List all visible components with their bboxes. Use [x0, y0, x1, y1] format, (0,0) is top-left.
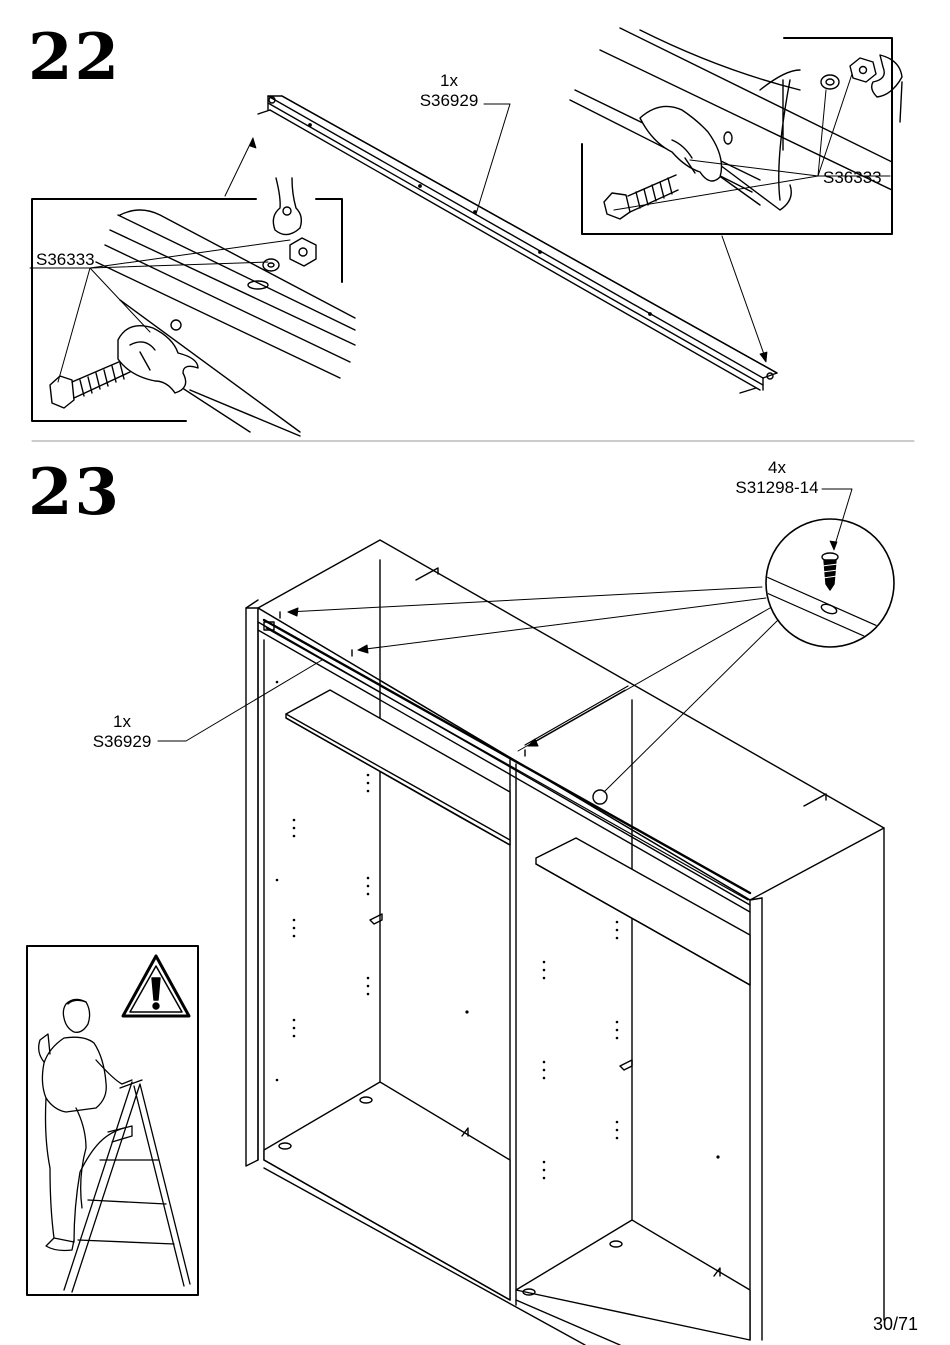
- step-number-23: 23: [28, 461, 121, 525]
- wardrobe-carcass: [246, 540, 884, 1345]
- detail-box-left: [30, 178, 355, 436]
- page-number: 30/71: [873, 1314, 918, 1335]
- screw-qty-label: 4x: [732, 458, 822, 478]
- rail-qty-label-step23: 1x: [86, 712, 158, 732]
- bolt-code-label-left: S36333: [36, 251, 95, 268]
- rail-qty-label: 1x: [414, 71, 484, 91]
- screw-detail-circle: [760, 489, 900, 652]
- step-number-22: 22: [28, 26, 121, 90]
- detail-box-right: [570, 28, 902, 234]
- warning-panel: [27, 946, 198, 1295]
- screw-code-label: S31298-14: [732, 478, 822, 498]
- rail-callout-step22: 1x S36929: [414, 71, 484, 111]
- bolt-code-label-right: S36333: [823, 169, 882, 186]
- rail-code-label: S36929: [414, 91, 484, 111]
- rail-callout-step23: 1x S36929: [86, 712, 158, 752]
- screw-callout: 4x S31298-14: [732, 458, 822, 498]
- rail-code-label-step23: S36929: [86, 732, 158, 752]
